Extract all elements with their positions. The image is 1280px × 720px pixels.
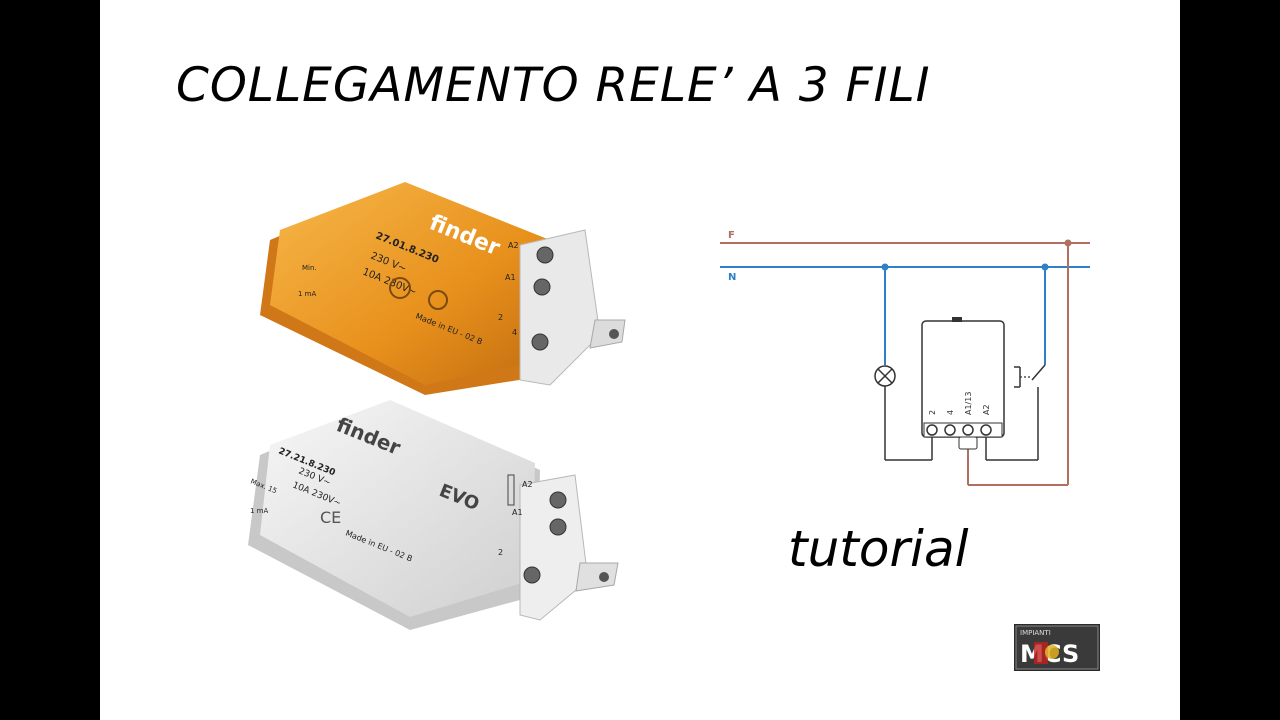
relay-orange-current: 1 mA [298,290,316,298]
terminal-a1 [962,424,974,436]
pushbutton-icon [1031,364,1046,381]
terminal-4 [944,424,956,436]
mcs-logo: IMPIANTI MCS [1014,624,1100,671]
slide: COLLEGAMENTO RELE’ A 3 FILI finder 27.01… [100,0,1180,720]
relay-orange-a2: A2 [508,241,519,250]
pin-label-a1: A1/13 [964,392,973,415]
terminal-2 [926,424,938,436]
relay-orange-4: 4 [512,328,517,337]
subtitle-tutorial: tutorial [788,520,969,578]
relay-orange-min: Min. [302,264,317,272]
logo-top-text: IMPIANTI [1020,629,1051,637]
relay-white-current: 1 mA [250,507,268,515]
relay-orange-image: finder 27.01.8.230 230 V~ 10A 230V~ Made… [260,182,626,395]
pin-label-a2: A2 [982,404,991,415]
wiring-schematic: F N [720,230,1090,486]
pin-label-4: 4 [946,410,955,415]
terminal-a2 [980,424,992,436]
relay-white-a2: A2 [522,480,533,489]
terminal-block [519,229,601,386]
ce-mark-icon: CE [320,508,341,527]
phase-label: F [728,230,735,241]
pin-label-2: 2 [928,410,937,415]
ce-mark-icon [389,277,411,299]
relay-orange-2: 2 [498,313,503,322]
relay-body-top [260,400,535,617]
relay-white-image: finder 27.21.8.230 EVO 230 V~ 10A 230V~ … [248,400,619,630]
relay-orange-a1: A1 [505,273,516,282]
relay-white-2: 2 [498,548,503,557]
relay-white-a1: A1 [512,508,523,517]
terminal-block [519,474,589,621]
slide-title: COLLEGAMENTO RELE’ A 3 FILI [176,58,931,113]
neutral-label: N [728,272,736,283]
relay-module [921,320,1005,438]
